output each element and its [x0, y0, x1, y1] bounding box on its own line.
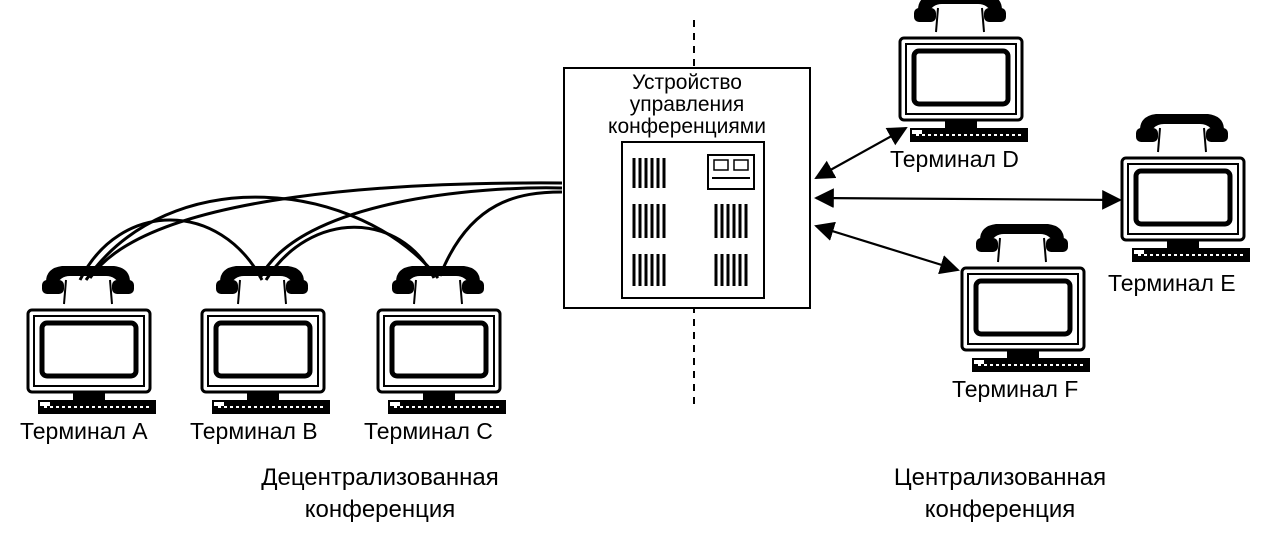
link-b-c — [264, 225, 436, 281]
terminal-d-icon — [900, 0, 1028, 142]
terminal-a-label: Терминал A — [20, 418, 148, 444]
mcu-title: Устройство управления конференциями — [566, 72, 808, 138]
terminal-b-icon — [202, 266, 330, 414]
centralized-caption: Централизованная конференция — [830, 462, 1170, 526]
centralized-caption-line-2: конференция — [924, 496, 1076, 523]
decentralized-caption: Децентрализованная конференция — [200, 462, 560, 526]
mcu-box — [563, 67, 811, 309]
terminal-f-icon — [962, 224, 1090, 372]
mcu-title-line-2: управления — [629, 93, 745, 116]
link-c-mcu — [438, 190, 563, 277]
centralized-links — [814, 127, 1122, 275]
mcu-title-line-3: конференциями — [608, 115, 766, 138]
terminal-d-label: Терминал D — [890, 146, 1019, 172]
arrow-mcu-e — [814, 188, 1122, 210]
terminal-e-icon — [1122, 114, 1250, 262]
link-a-b — [78, 218, 264, 281]
decentralized-caption-line-2: конференция — [304, 496, 456, 523]
link-a-mcu — [88, 181, 563, 279]
link-a-c — [84, 195, 440, 281]
link-b-mcu — [258, 186, 563, 279]
terminal-a-icon — [28, 266, 156, 414]
mcu-title-line-1: Устройство — [632, 71, 742, 94]
terminal-b-label: Терминал B — [190, 418, 318, 444]
terminal-c-label: Терминал C — [364, 418, 493, 444]
arrow-mcu-f — [814, 221, 960, 275]
centralized-caption-line-1: Централизованная — [893, 464, 1107, 491]
arrow-mcu-d — [814, 127, 908, 179]
decentralized-caption-line-1: Децентрализованная — [261, 464, 499, 491]
decentralized-links — [78, 181, 563, 281]
mcu-rack-icon — [621, 141, 765, 299]
terminal-f-label: Терминал F — [952, 376, 1079, 402]
terminal-e-label: Терминал E — [1108, 270, 1236, 296]
terminal-c-icon — [378, 266, 506, 414]
